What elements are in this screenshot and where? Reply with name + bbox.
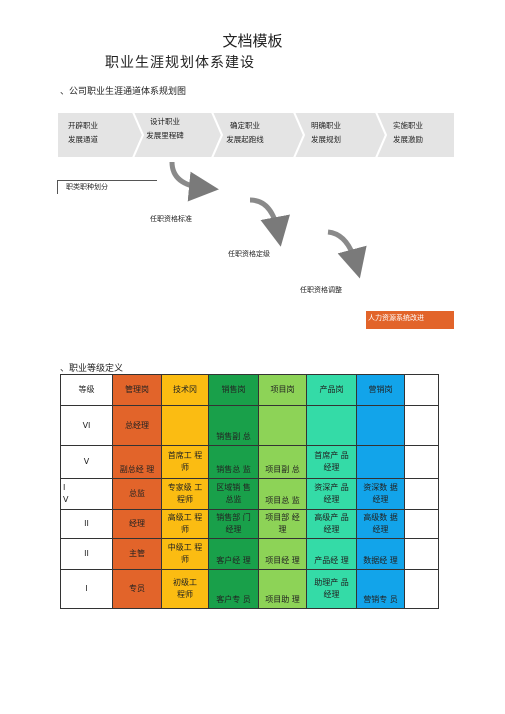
- flow-step-1: 开辟职业 发展通道: [68, 121, 98, 144]
- table-header-row: 等级 管理岗 技术冈 销售岗 项目岗 产品岗 营销岗: [60, 374, 439, 406]
- table-cell: 数据经 理: [356, 538, 405, 570]
- table-cell: 专家级 工 程师: [161, 478, 209, 510]
- table-cell: [356, 405, 405, 446]
- grade-cell: II: [60, 538, 113, 570]
- table-cell: [356, 445, 405, 479]
- table-cell: 高级数 据 经理: [356, 509, 405, 539]
- table-cell: [404, 405, 439, 446]
- table-cell: 助理产 品 经理: [306, 569, 357, 609]
- career-grade-table: 等级 管理岗 技术冈 销售岗 项目岗 产品岗 营销岗 VI 总经理 销售副 总 …: [60, 374, 439, 609]
- table-row: II 经理 高级工 程 师 销售部 门 经理 项目部 经 理 高级产 品 经理 …: [60, 509, 439, 539]
- table-cell: 项目总 监: [258, 478, 307, 510]
- table-cell: [258, 405, 307, 446]
- table-cell: 高级工 程 师: [161, 509, 209, 539]
- flow-step-5: 实施职业 发展激励: [393, 121, 423, 144]
- table-cell: [404, 478, 439, 510]
- table-cell: 经理: [112, 509, 162, 539]
- table-cell: 销售副 总: [208, 405, 259, 446]
- arrow-1: [169, 161, 219, 202]
- arrow-2: [249, 197, 290, 247]
- main-title: 职业生涯规划体系建设: [105, 55, 255, 71]
- table-cell: [404, 509, 439, 539]
- flow-step-4: 明确职业 发展规划: [311, 121, 341, 144]
- table-cell: 副总经 理: [112, 445, 162, 479]
- arrow-3: [327, 229, 367, 279]
- grade-cell: I: [60, 569, 113, 609]
- table-cell: 中级工 程 师: [161, 538, 209, 570]
- header-marketing: 营销岗: [356, 374, 405, 406]
- chevron-background: [57, 112, 455, 158]
- table-row: V 副总经 理 首席工 程 师 销售总 监 项目副 总 首席产 品 经理: [60, 445, 439, 479]
- table-row: VI 总经理 销售副 总: [60, 405, 439, 446]
- table-cell: [404, 445, 439, 479]
- hr-system-improvement-box: 人力资源系统改进: [366, 311, 454, 329]
- header-technical: 技术冈: [161, 374, 209, 406]
- table-cell: 区域销 售 总监: [208, 478, 259, 510]
- section-heading-grades: 、职业等级定义: [60, 364, 124, 374]
- table-cell: 初级工 程师: [161, 569, 209, 609]
- curved-arrows: [169, 161, 367, 279]
- table-cell: [306, 405, 357, 446]
- table-cell: 资深产 品 经理: [306, 478, 357, 510]
- table-cell: 项目部 经 理: [258, 509, 307, 539]
- table-row: I V 总监 专家级 工 程师 区域销 售 总监 项目总 监 资深产 品 经理 …: [60, 478, 439, 510]
- table-cell: 项目经 理: [258, 538, 307, 570]
- table-cell: 销售总 监: [208, 445, 259, 479]
- table-row: II 主管 中级工 程 师 客户经 理 项目经 理 产品经 理 数据经 理: [60, 538, 439, 570]
- header-grade: 等级: [60, 374, 113, 406]
- stage-qualification-adjustment: 任职资格调整: [300, 286, 342, 294]
- career-path-flow: 开辟职业 发展通道 设计职业 发展里程碑 确定职业 发展起跑线 明确职业 发展规…: [57, 112, 455, 158]
- grade-cell: V: [60, 445, 113, 479]
- table-cell: 客户经 理: [208, 538, 259, 570]
- grade-cell: II: [60, 509, 113, 539]
- table-cell: [161, 405, 209, 446]
- grade-cell: VI: [60, 405, 113, 446]
- header-project: 项目岗: [258, 374, 307, 406]
- table-cell: 专员: [112, 569, 162, 609]
- table-cell: 产品经 理: [306, 538, 357, 570]
- document-title: 文档模板: [222, 32, 283, 50]
- table-cell: 高级产 品 经理: [306, 509, 357, 539]
- table-cell: 总监: [112, 478, 162, 510]
- job-category-label: 职类职种划分: [57, 180, 157, 194]
- header-product: 产品岗: [306, 374, 357, 406]
- header-sales: 销售岗: [208, 374, 259, 406]
- table-cell: [404, 569, 439, 609]
- stage-qualification-standard: 任职资格标准: [150, 215, 192, 223]
- section-heading-roadmap: 、公司职业生涯通道体系规划图: [60, 87, 187, 97]
- flow-step-3: 确定职业 发展起跑线: [226, 121, 264, 144]
- table-cell: 首席工 程 师: [161, 445, 209, 479]
- table-cell: 客户专 员: [208, 569, 259, 609]
- table-cell: 项目助 理: [258, 569, 307, 609]
- table-cell: 营销专 员: [356, 569, 405, 609]
- header-blank: [404, 374, 439, 406]
- table-cell: 资深数 据 经理: [356, 478, 405, 510]
- table-cell: [404, 538, 439, 570]
- table-cell: 首席产 品 经理: [306, 445, 357, 479]
- stage-qualification-grading: 任职资格定级: [228, 250, 270, 258]
- table-cell: 销售部 门 经理: [208, 509, 259, 539]
- table-cell: 总经理: [112, 405, 162, 446]
- table-cell: 主管: [112, 538, 162, 570]
- table-cell: 项目副 总: [258, 445, 307, 479]
- header-management: 管理岗: [112, 374, 162, 406]
- table-row: I 专员 初级工 程师 客户专 员 项目助 理 助理产 品 经理 营销专 员: [60, 569, 439, 609]
- flow-step-2: 设计职业 发展里程碑: [146, 117, 184, 140]
- grade-cell: I V: [60, 478, 113, 510]
